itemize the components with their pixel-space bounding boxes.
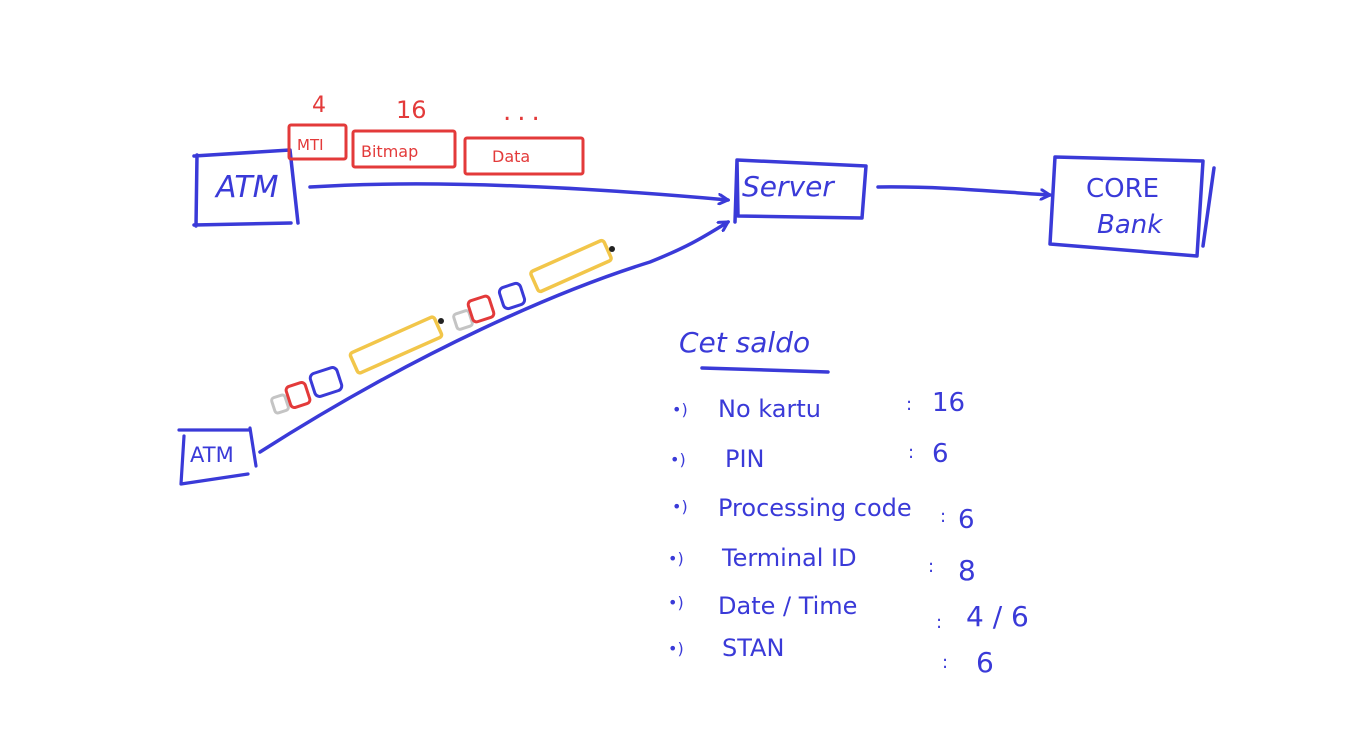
spec-panel: Cet saldo •) No kartu : 16 •) PIN : 6 •)… — [668, 326, 1029, 679]
message-frame: 4 16 ... MTI Bitmap Data — [287, 93, 585, 176]
spec-item-bullet: •) — [668, 549, 684, 568]
data-field-label: Data — [492, 147, 530, 166]
spec-item: •) Processing code : 6 — [672, 494, 975, 535]
packet-1-dot — [438, 318, 444, 324]
packet-1-blue-block — [308, 366, 344, 398]
packet-1-grey-block — [270, 393, 290, 415]
core-bank-label-line2: Bank — [1097, 210, 1163, 240]
spec-item-bullet: •) — [668, 593, 684, 612]
atm-bottom-box — [177, 426, 258, 486]
spec-item: •) No kartu : 16 — [672, 388, 965, 423]
spec-item-name: STAN — [722, 634, 784, 662]
spec-item-bullet: •) — [672, 497, 688, 516]
server-label: Server — [742, 170, 835, 203]
spec-item-value: 8 — [958, 554, 976, 587]
spec-item-value: 4 / 6 — [966, 600, 1029, 633]
spec-item-separator: : — [908, 442, 914, 463]
core-bank-node: CORE Bank — [1048, 155, 1216, 258]
spec-item: •) PIN : 6 — [670, 439, 949, 473]
spec-item: •) STAN : 6 — [668, 634, 994, 679]
spec-item-value: 6 — [932, 439, 949, 469]
spec-item-name: Date / Time — [718, 592, 857, 620]
packet-2-dot — [609, 246, 615, 252]
bitmap-field-box — [351, 129, 457, 169]
packet-1-red-block — [284, 380, 312, 410]
spec-title-underline — [700, 366, 830, 374]
spec-item-value: 6 — [976, 646, 994, 679]
server-node: Server — [733, 158, 868, 224]
mti-field-label: MTI — [297, 136, 324, 154]
core-bank-label-line1: CORE — [1086, 174, 1159, 204]
spec-item-name: PIN — [725, 445, 765, 473]
packet-1-yellow-block — [348, 315, 444, 375]
server-box — [733, 158, 868, 224]
spec-item-separator: : — [940, 506, 946, 527]
packet-2-blue-block — [497, 281, 527, 311]
bitmap-size-label: 16 — [396, 96, 427, 124]
arrow-server-to-core — [876, 185, 1050, 195]
spec-item-bullet: •) — [672, 400, 688, 419]
spec-item: •) Date / Time : 4 / 6 — [668, 592, 1029, 633]
spec-item-bullet: •) — [668, 639, 684, 658]
packet-2-yellow-block — [529, 238, 613, 294]
bitmap-field-label: Bitmap — [361, 142, 418, 161]
spec-item-value: 6 — [958, 505, 975, 535]
packet-2-grey-block — [452, 309, 474, 331]
data-size-label: ... — [503, 97, 546, 127]
packet-1 — [270, 315, 444, 415]
spec-item-separator: : — [936, 612, 942, 633]
mti-field-box — [287, 123, 348, 161]
mti-size-label: 4 — [312, 93, 326, 118]
spec-item-value: 16 — [932, 388, 965, 418]
data-field-box — [463, 136, 585, 176]
arrow-atm2-to-server — [258, 220, 728, 454]
spec-title: Cet saldo — [679, 326, 810, 359]
packet-2 — [452, 238, 615, 331]
spec-item-name: No kartu — [718, 395, 821, 423]
atm-top-label: ATM — [214, 170, 279, 205]
spec-item-separator: : — [942, 652, 948, 673]
arrow-atm-to-server — [308, 182, 728, 200]
spec-item-name: Terminal ID — [721, 544, 857, 572]
spec-item: •) Terminal ID : 8 — [668, 544, 976, 587]
atm-bottom-label: ATM — [190, 443, 234, 467]
spec-item-separator: : — [906, 394, 912, 415]
spec-item-name: Processing code — [718, 494, 912, 522]
atm-bottom-node: ATM — [177, 426, 258, 486]
spec-item-separator: : — [928, 556, 934, 577]
packet-2-red-block — [466, 294, 496, 324]
spec-item-bullet: •) — [670, 450, 686, 469]
atm-top-node: ATM — [192, 148, 300, 228]
core-bank-box — [1048, 155, 1216, 258]
